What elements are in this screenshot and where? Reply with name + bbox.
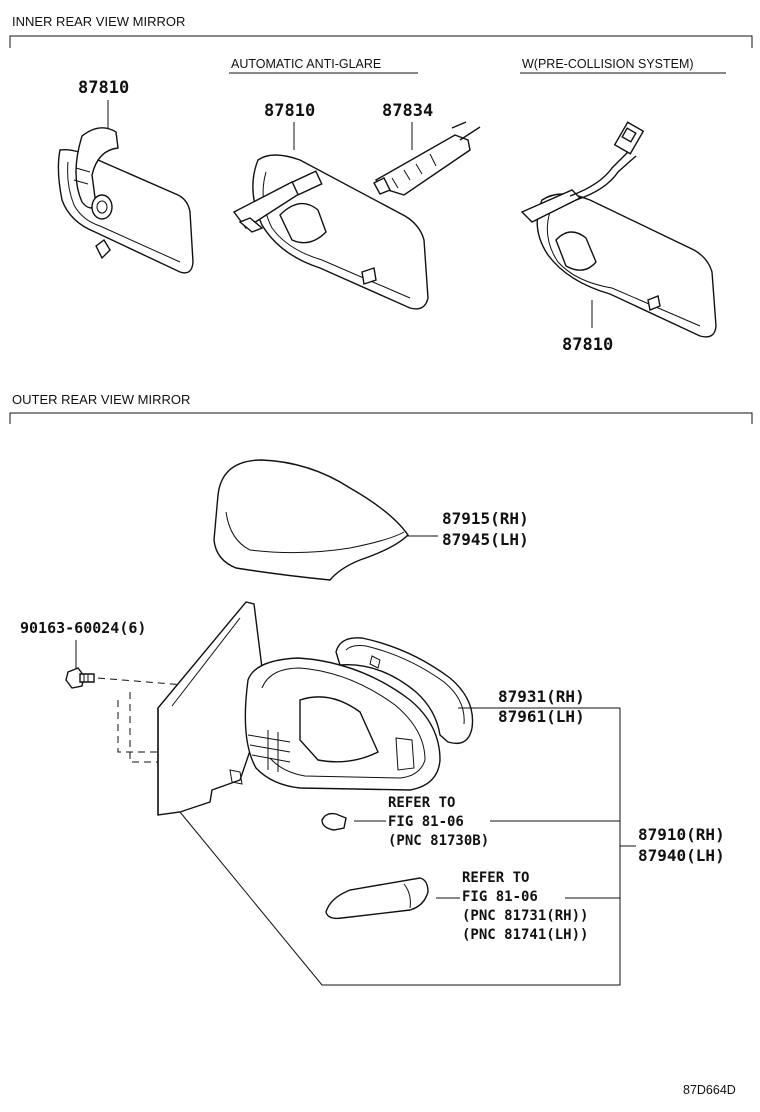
part-number-inner-mirror-auto[interactable]: 87810 bbox=[264, 101, 315, 121]
part-number-assembly-rh[interactable]: 87910(RH) bbox=[638, 825, 725, 844]
ref2-line4[interactable]: (PNC 81741(LH)) bbox=[462, 927, 588, 943]
mirror-housing-drawing bbox=[229, 657, 441, 791]
mirror-base-drawing bbox=[157, 601, 263, 816]
part-number-screw[interactable]: 90163-60024(6) bbox=[20, 619, 146, 637]
part-number-cover-lh[interactable]: 87945(LH) bbox=[442, 530, 529, 549]
ref1-line1: REFER TO bbox=[388, 795, 455, 811]
ref1-line3[interactable]: (PNC 81730B) bbox=[388, 833, 489, 849]
side-lamp-bulb-drawing bbox=[321, 812, 347, 831]
part-number-sensor-cover[interactable]: 87834 bbox=[382, 101, 433, 121]
ref2-line3[interactable]: (PNC 81731(RH)) bbox=[462, 908, 588, 924]
ref1-line2[interactable]: FIG 81-06 bbox=[388, 814, 464, 830]
part-number-housing-lh[interactable]: 87961(LH) bbox=[498, 707, 585, 726]
mirror-glass-drawing bbox=[335, 637, 474, 745]
part-number-housing-rh[interactable]: 87931(RH) bbox=[498, 687, 585, 706]
part-number-cover-rh[interactable]: 87915(RH) bbox=[442, 509, 529, 528]
figure-code: 87D664D bbox=[683, 1083, 736, 1097]
ref2-line1: REFER TO bbox=[462, 870, 529, 886]
part-number-inner-mirror-basic[interactable]: 87810 bbox=[78, 78, 129, 98]
outer-section-title: OUTER REAR VIEW MIRROR bbox=[12, 392, 190, 407]
ref2-line2[interactable]: FIG 81-06 bbox=[462, 889, 538, 905]
side-turn-lamp-drawing bbox=[325, 877, 429, 920]
inner-mirror-basic-drawing bbox=[57, 127, 194, 274]
inner-mirror-pcs-drawing bbox=[520, 121, 717, 338]
inner-mirror-auto-drawing bbox=[232, 121, 481, 310]
part-number-inner-mirror-pcs[interactable]: 87810 bbox=[562, 335, 613, 355]
outer-section-bracket bbox=[9, 412, 753, 424]
inner-section-bracket bbox=[9, 35, 753, 48]
mirror-cover-drawing bbox=[213, 459, 409, 581]
screw-drawing bbox=[65, 667, 95, 689]
part-number-assembly-lh[interactable]: 87940(LH) bbox=[638, 846, 725, 865]
inner-section-title: INNER REAR VIEW MIRROR bbox=[12, 14, 185, 29]
variant-label-pcs: W(PRE-COLLISION SYSTEM) bbox=[522, 57, 694, 71]
variant-label-auto-anti-glare: AUTOMATIC ANTI-GLARE bbox=[231, 57, 381, 71]
